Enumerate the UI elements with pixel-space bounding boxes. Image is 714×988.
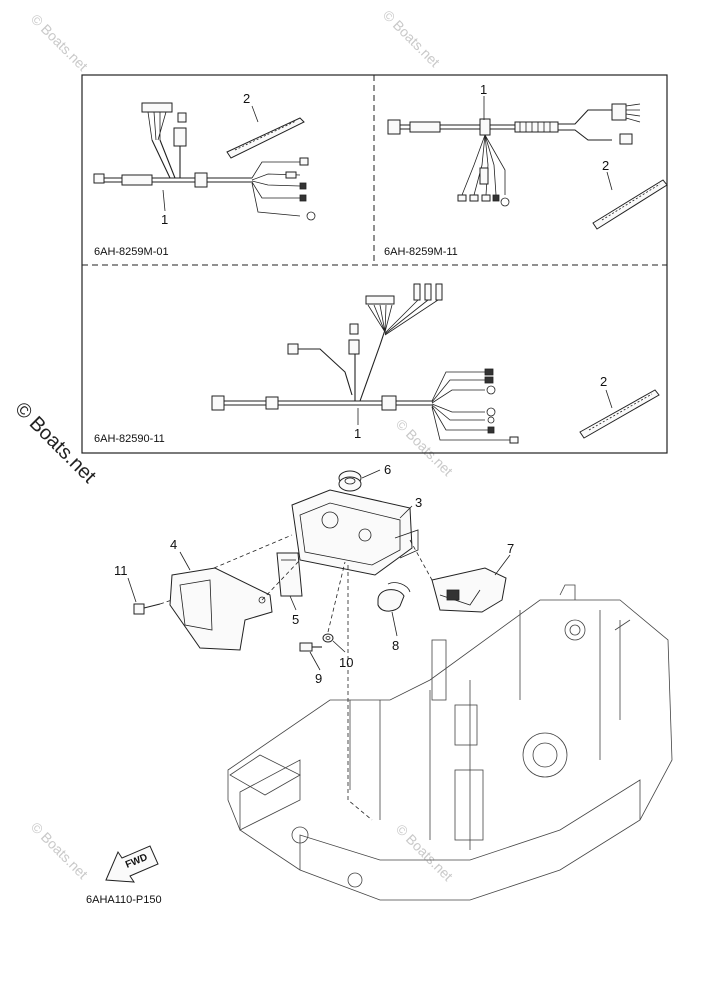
watermark-text: © Boats.net xyxy=(28,11,91,74)
figure-code: 6AHA110-P150 xyxy=(86,894,162,906)
callout-11: 11 xyxy=(114,563,128,578)
wire-harness-1 xyxy=(387,103,641,207)
frame-border xyxy=(81,74,668,454)
callout-4: 4 xyxy=(170,537,177,552)
screw-11 xyxy=(133,603,161,615)
leader-2 xyxy=(606,171,613,191)
cable-tie-2 xyxy=(579,389,660,439)
leader-2 xyxy=(251,105,259,123)
wire-harness-1 xyxy=(211,283,519,444)
panel-bottom: 1 2 6AH-82590-11 xyxy=(94,283,660,445)
watermark-text: © Boats.net xyxy=(393,821,456,884)
callout-7: 7 xyxy=(507,541,514,556)
watermarks: © Boats.net © Boats.net © Boats.net © Bo… xyxy=(10,7,456,884)
assembly-callouts: 6 3 4 5 7 8 9 10 11 xyxy=(114,462,514,686)
cover-7 xyxy=(431,567,507,613)
cable-tie-2 xyxy=(226,117,305,159)
grommet-6 xyxy=(338,470,362,492)
plate-5 xyxy=(276,552,303,597)
callout-1: 1 xyxy=(354,426,361,441)
callout-1: 1 xyxy=(161,212,168,227)
watermark-text: © Boats.net xyxy=(28,819,91,882)
cable-tie-2 xyxy=(592,179,668,230)
watermark-text: © Boats.net xyxy=(380,7,443,70)
callout-8: 8 xyxy=(392,638,399,653)
leader-2 xyxy=(605,389,613,409)
fwd-arrow: FWD xyxy=(105,845,159,883)
watermark-text: © Boats.net xyxy=(393,416,456,479)
harness-frame xyxy=(81,74,668,454)
callout-9: 9 xyxy=(315,671,322,686)
callout-1: 1 xyxy=(480,82,487,97)
callout-2: 2 xyxy=(600,374,607,389)
callout-5: 5 xyxy=(292,612,299,627)
panel-top-left: 1 2 6AH-8259M-01 xyxy=(93,91,316,258)
alignment-lines xyxy=(159,534,433,821)
wire-harness-1 xyxy=(93,102,316,221)
watermark-main: © Boats.net xyxy=(10,398,100,488)
harness-code-left: 6AH-8259M-01 xyxy=(94,246,169,258)
washer-10 xyxy=(322,633,334,643)
callout-2: 2 xyxy=(243,91,250,106)
clamp-8 xyxy=(377,582,411,612)
callout-3: 3 xyxy=(415,495,422,510)
leader-1 xyxy=(162,189,166,212)
harness-code-right: 6AH-8259M-11 xyxy=(384,246,458,258)
callout-2: 2 xyxy=(602,158,609,173)
callout-10: 10 xyxy=(339,655,353,670)
harness-code-bottom: 6AH-82590-11 xyxy=(94,433,165,445)
bracket-3 xyxy=(291,489,419,576)
bolt-9 xyxy=(299,642,322,652)
engine-block xyxy=(227,584,673,901)
cover-4 xyxy=(169,567,273,651)
callout-6: 6 xyxy=(384,462,391,477)
panel-top-right: 1 2 6AH-8259M-11 xyxy=(384,82,668,258)
